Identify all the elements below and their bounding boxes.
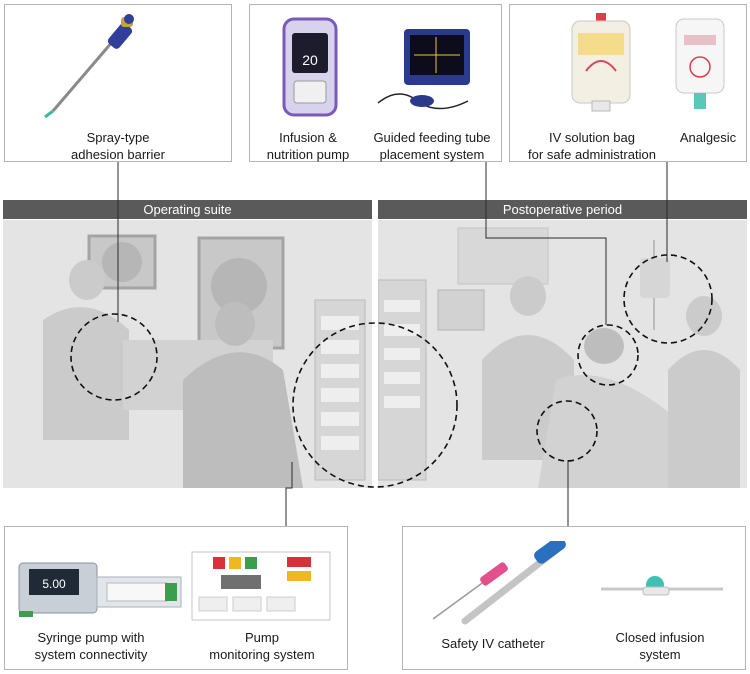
spray-barrier-caption: Spray-type adhesion barrier	[71, 130, 165, 162]
card-syringe-monitoring: 5.00 Syringe pump with system connectivi…	[4, 526, 348, 670]
iv-catheter-image	[432, 541, 566, 625]
card-catheter-infusion: Safety IV catheter Closed infusion syste…	[402, 526, 746, 670]
syringe-pump-image: 5.00	[18, 562, 182, 617]
analgesic-caption: Analgesic	[679, 130, 737, 145]
closed-infusion-caption: Closed infusion system	[615, 630, 705, 662]
analgesic-bag-image	[675, 18, 725, 109]
pump-display-value: 20	[302, 52, 318, 68]
pump-monitoring-caption: Pump monitoring system	[209, 630, 315, 662]
feeding-tube-caption: Guided feeding tube placement system	[373, 130, 491, 162]
postoperative-scene	[378, 220, 747, 488]
card-pumps: 20 Infusion & nutrition pump Guided feed…	[249, 4, 502, 162]
operating-suite-band: Operating suite	[3, 200, 372, 219]
pump-monitor-screen-image	[191, 551, 331, 621]
postoperative-band: Postoperative period	[378, 200, 747, 219]
syringe-display-value: 5.00	[42, 577, 66, 591]
infusion-pump-caption: Infusion & nutrition pump	[266, 130, 350, 162]
closed-infusion-image	[601, 576, 723, 596]
feeding-tube-monitor-image	[377, 29, 470, 110]
iv-solution-bag-image	[571, 13, 631, 112]
syringe-pump-caption: Syringe pump with system connectivity	[34, 630, 148, 662]
spray-applicator-image	[44, 14, 134, 119]
card-spray-barrier: Spray-type adhesion barrier	[4, 4, 232, 162]
infusion-pump-image: 20	[282, 17, 338, 117]
iv-catheter-caption: Safety IV catheter	[441, 636, 545, 651]
iv-bag-caption: IV solution bag for safe administration	[528, 130, 656, 162]
card-iv-analgesic: IV solution bag for safe administration …	[509, 4, 747, 162]
operating-suite-scene	[3, 220, 372, 488]
